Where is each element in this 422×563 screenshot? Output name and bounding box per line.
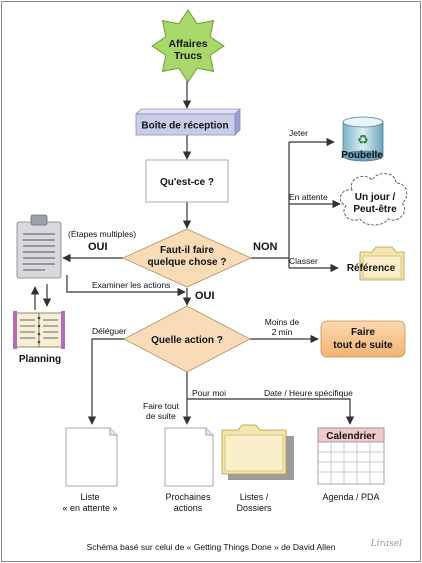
waiting-list-line2: « en attente » bbox=[62, 503, 117, 513]
inbox-label: Boîte de réception bbox=[141, 121, 228, 132]
label-non: NON bbox=[253, 241, 278, 253]
decision-line1: Faut-il faire bbox=[160, 245, 214, 256]
label-classer: Classer bbox=[289, 256, 318, 266]
start-star-shape bbox=[151, 9, 225, 83]
label-pour-moi: Pour moi bbox=[192, 388, 226, 398]
waiting-list-line1: Liste bbox=[80, 492, 99, 502]
signature: Lirasel bbox=[370, 539, 402, 549]
reference-node: Référence bbox=[347, 246, 405, 281]
do-now-line1: Faire bbox=[351, 327, 375, 338]
agenda-label: Agenda / PDA bbox=[322, 492, 379, 502]
label-2-min: 2 min bbox=[272, 327, 293, 337]
label-date-heure: Date / Heure spécifique bbox=[264, 388, 353, 398]
label-jeter: Jeter bbox=[289, 128, 308, 138]
connectors bbox=[30, 76, 355, 425]
what-node: Qu'est-ce ? bbox=[145, 159, 229, 203]
lists-folders-line1: Listes / bbox=[240, 492, 269, 502]
arrow-deleguer bbox=[87, 338, 136, 425]
someday-cloud: Un jour / Peut-être bbox=[339, 173, 408, 226]
label-oui-left: OUI bbox=[88, 241, 108, 253]
decision-line2: quelque chose ? bbox=[148, 257, 227, 268]
planning-label: Planning bbox=[19, 354, 61, 365]
label-etapes: (Étapes multiples) bbox=[68, 229, 136, 239]
recycle-icon: ♻ bbox=[357, 132, 369, 147]
arrow-examiner bbox=[66, 275, 186, 297]
label-oui-down: OUI bbox=[195, 290, 215, 302]
label-faire-tout: Faire tout bbox=[143, 401, 180, 411]
label-examiner: Examiner les actions bbox=[92, 280, 170, 290]
decision-diamond: Faut-il faire quelque chose ? bbox=[122, 228, 252, 288]
calendar-node: Calendrier Agenda / PDA bbox=[317, 427, 385, 502]
clipboard-icon bbox=[16, 214, 62, 279]
start-node: Affaires Trucs bbox=[151, 9, 225, 83]
label-moins-de: Moins de bbox=[265, 317, 300, 327]
lists-folders-node: Listes / Dossiers bbox=[221, 424, 294, 513]
label-deleguer: Déléguer bbox=[92, 326, 127, 336]
label-en-attente: En attente bbox=[289, 192, 328, 202]
edge-labels: Jeter En attente Classer NON (Étapes mul… bbox=[68, 128, 353, 421]
trash-node: ♻ Poubelle bbox=[341, 116, 384, 162]
start-label-line1: Affaires bbox=[168, 38, 207, 50]
which-action-label: Quelle action ? bbox=[151, 335, 223, 346]
label-de-suite: de suite bbox=[146, 411, 176, 421]
do-now-line2: tout de suite bbox=[333, 340, 393, 351]
someday-line1: Un jour / bbox=[355, 192, 396, 203]
next-actions-line2: actions bbox=[174, 503, 203, 513]
what-label: Qu'est-ce ? bbox=[160, 177, 214, 188]
trash-label: Poubelle bbox=[341, 150, 383, 161]
which-action-diamond: Quelle action ? bbox=[123, 305, 251, 373]
calendar-icon bbox=[317, 427, 385, 485]
reference-label: Référence bbox=[347, 263, 396, 274]
folder-icon bbox=[221, 424, 294, 480]
next-actions-node: Prochaines actions bbox=[164, 427, 214, 513]
inbox-node: Boîte de réception bbox=[135, 108, 241, 136]
start-label-line2: Trucs bbox=[174, 50, 202, 62]
planning-node: Planning bbox=[13, 311, 65, 365]
footer-credit: Schéma basé sur celui de « Getting Thing… bbox=[87, 542, 336, 552]
waiting-list-node: Liste « en attente » bbox=[62, 427, 118, 513]
lists-folders-line2: Dossiers bbox=[236, 503, 272, 513]
arrow-date-heure bbox=[187, 398, 355, 425]
document-icon bbox=[164, 427, 214, 487]
do-now-node: Faire tout de suite bbox=[320, 320, 406, 358]
someday-line2: Peut-être bbox=[353, 204, 397, 215]
next-actions-line1: Prochaines bbox=[165, 492, 211, 502]
document-icon bbox=[65, 427, 118, 487]
calendar-label: Calendrier bbox=[326, 431, 376, 442]
planner-book-icon bbox=[13, 311, 65, 349]
